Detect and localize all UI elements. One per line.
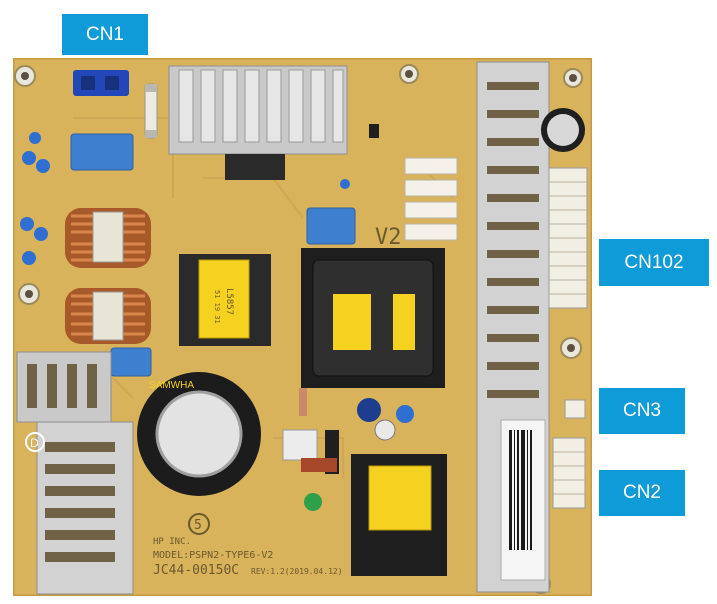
bulk-capacitor: SAMWHA (137, 372, 261, 496)
small-components (282, 124, 396, 511)
mounting-hole (563, 68, 583, 88)
inductor-sub-marking: 51 19 31 (213, 290, 221, 324)
marker-5: 5 (194, 518, 202, 533)
secondary-transformer (351, 454, 447, 576)
common-mode-choke (65, 208, 151, 268)
board-revision: V2 (375, 225, 402, 250)
marker-d: D (30, 436, 39, 450)
mounting-hole (14, 65, 36, 87)
maker-text: HP INC. (153, 537, 191, 547)
x-capacitor (70, 133, 134, 171)
model-text: MODEL:PSPN2-TYPE6-V2 (153, 550, 273, 561)
revision-text: REV:1.2(2019.04.12) (251, 567, 343, 576)
top-heatsink (168, 65, 348, 180)
power-supply-board-photo: L5857 51 19 31 V2 (13, 58, 592, 596)
cn3-connector (564, 399, 586, 419)
cn1-connector (73, 70, 129, 96)
inductor: L5857 51 19 31 (179, 254, 271, 346)
mounting-hole (399, 64, 419, 84)
right-heatsink (476, 61, 550, 593)
inductor-marking: L5857 (224, 288, 234, 315)
cn2-connector (552, 437, 586, 509)
part-number-text: JC44-00150C (153, 563, 239, 578)
label-cn2: CN2 (599, 470, 685, 516)
label-cn3: CN3 (599, 388, 685, 434)
label-cn102: CN102 (599, 239, 709, 286)
x-capacitor (110, 347, 152, 377)
label-cn1: CN1 (62, 14, 148, 55)
common-mode-choke (65, 288, 151, 344)
mounting-hole (560, 337, 582, 359)
capacitor (541, 108, 585, 152)
left-heatsink: D (16, 351, 134, 595)
x-capacitor (306, 207, 356, 245)
mounting-hole (18, 283, 40, 305)
capacitor-brand: SAMWHA (149, 380, 194, 391)
cn102-connector (548, 167, 588, 309)
power-resistor (404, 157, 458, 241)
fuse (144, 83, 158, 139)
main-transformer: V2 (301, 225, 445, 388)
